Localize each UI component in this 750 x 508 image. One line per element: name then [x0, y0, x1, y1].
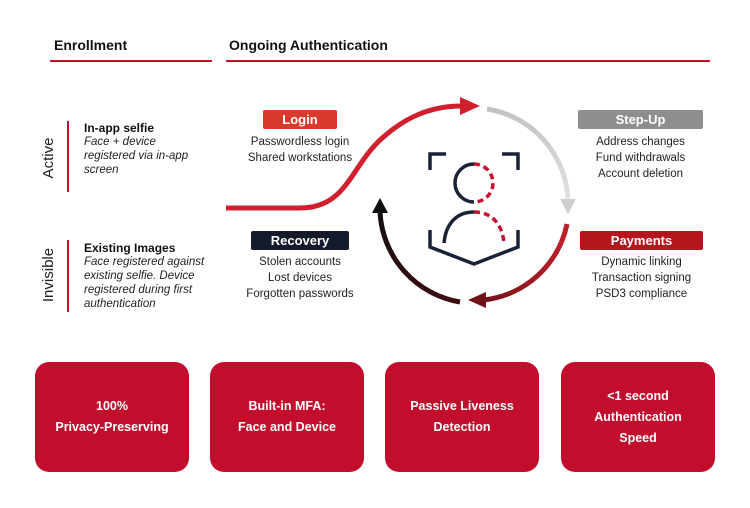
feature-1-line-1: 100%: [96, 399, 128, 413]
recovery-list: Stolen accounts Lost devices Forgotten p…: [235, 254, 365, 302]
recovery-item-3: Forgotten passwords: [246, 288, 354, 300]
feature-3-line-2: Detection: [433, 420, 491, 434]
feature-card-speed: <1 second Authentication Speed: [561, 362, 715, 472]
login-list: Passwordless login Shared workstations: [240, 134, 360, 166]
feature-card-liveness: Passive Liveness Detection: [385, 362, 539, 472]
feature-card-mfa: Built-in MFA: Face and Device: [210, 362, 364, 472]
payments-badge: Payments: [580, 231, 703, 250]
feature-2-line-2: Face and Device: [238, 420, 336, 434]
feature-3-line-1: Passive Liveness: [410, 399, 514, 413]
feature-1-line-2: Privacy-Preserving: [55, 420, 169, 434]
login-item-2: Shared workstations: [247, 152, 353, 164]
enrollment-underline: [50, 60, 212, 62]
invisible-desc-line-1: Face registered against: [84, 256, 205, 268]
ongoing-authentication-header: Ongoing Authentication: [229, 37, 388, 53]
left-arc: [377, 211, 461, 305]
invisible-bar: [67, 240, 69, 312]
active-bar: [67, 121, 69, 192]
ongoing-underline: [226, 60, 710, 62]
invisible-desc-line-4: authentication: [84, 298, 156, 310]
enrollment-header: Enrollment: [54, 37, 128, 53]
right-arc: [486, 106, 571, 201]
feature-card-privacy: 100% Privacy-Preserving: [35, 362, 189, 472]
stepup-item-2: Fund withdrawals: [595, 152, 686, 164]
feature-4-line-2: Authentication: [594, 409, 682, 424]
login-item-1: Passwordless login: [250, 136, 350, 148]
login-badge: Login: [263, 110, 337, 129]
stepup-item-3: Account deletion: [597, 168, 684, 180]
right-arrowhead: [560, 199, 576, 214]
recovery-badge: Recovery: [251, 231, 349, 250]
face-recognition-icon: [428, 152, 520, 266]
payments-item-3: PSD3 compliance: [595, 288, 688, 300]
feature-4-line-3: Speed: [619, 430, 657, 445]
feature-2-line-1: Built-in MFA:: [248, 399, 326, 413]
recovery-item-1: Stolen accounts: [259, 256, 341, 268]
feature-4-line-1: <1 second: [607, 388, 669, 403]
left-arrowhead: [372, 198, 388, 213]
invisible-desc-line-2: existing selfie. Device: [84, 270, 195, 282]
payments-list: Dynamic linking Transaction signing PSD3…: [580, 254, 703, 302]
bottom-arrowhead: [468, 292, 486, 308]
active-title: In-app selfie: [84, 121, 155, 135]
stepup-item-1: Address changes: [596, 136, 685, 148]
stepup-list: Address changes Fund withdrawals Account…: [578, 134, 703, 182]
bottom-arc: [483, 223, 570, 303]
invisible-title: Existing Images: [84, 241, 176, 255]
payments-item-2: Transaction signing: [591, 272, 692, 284]
recovery-item-2: Lost devices: [268, 272, 332, 284]
active-enrollment: In-app selfie Face + device registered v…: [84, 121, 214, 177]
top-arrowhead: [460, 97, 480, 115]
active-desc-line-1: Face + device: [84, 136, 156, 148]
invisible-enrollment: Existing Images Face registered against …: [84, 241, 224, 311]
invisible-desc-line-3: registered during first: [84, 284, 193, 296]
active-desc-line-3: screen: [84, 164, 119, 176]
active-desc-line-2: registered via in-app: [84, 150, 189, 162]
payments-item-1: Dynamic linking: [601, 256, 682, 268]
stepup-badge: Step-Up: [578, 110, 703, 129]
enrollment-feed-arrow: [226, 103, 463, 211]
